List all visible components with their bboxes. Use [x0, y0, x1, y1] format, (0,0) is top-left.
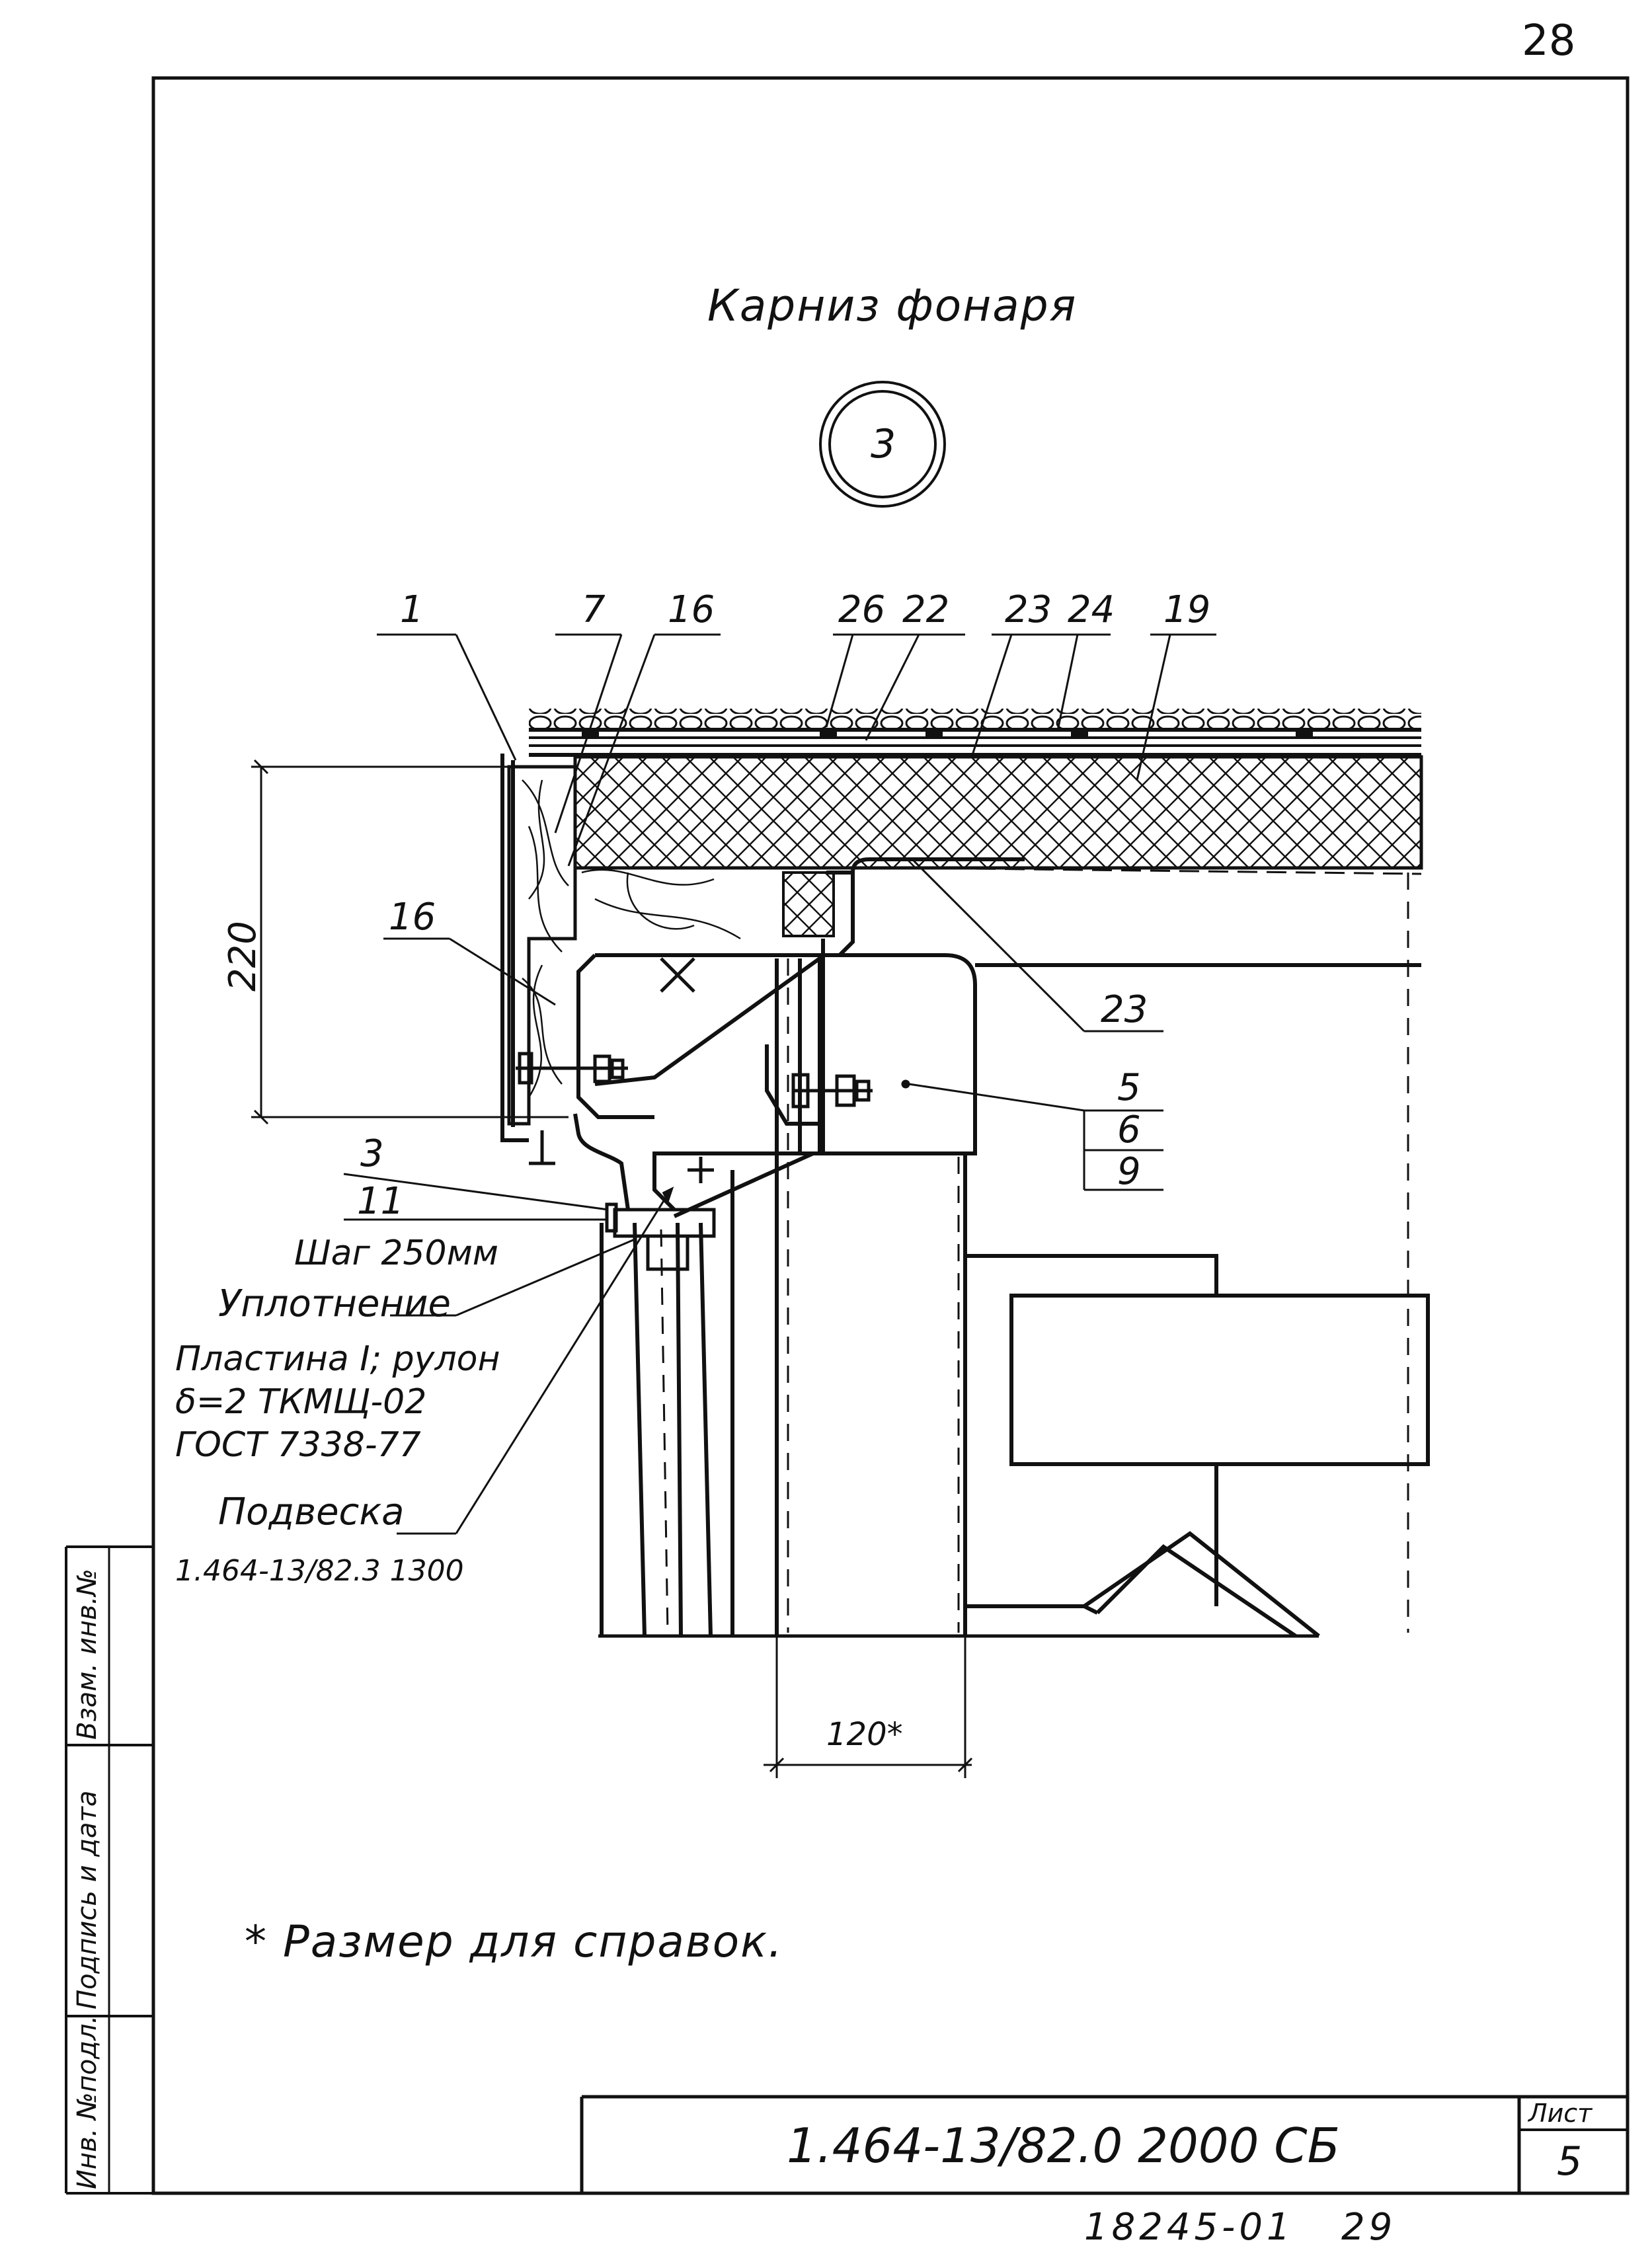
stamp-podpis: Подпись и дата: [72, 1790, 102, 2009]
callout-23-right: 23: [1101, 988, 1148, 1031]
callout-23-top: 23: [1005, 588, 1052, 631]
document-code: 1.464-13/82.0 2000 СБ: [787, 2118, 1340, 2173]
callout-6: 6: [1117, 1109, 1141, 1151]
callout-11: 11: [357, 1180, 405, 1223]
dimension-120: 120*: [826, 1716, 903, 1753]
truss-members: [965, 963, 1430, 1638]
hanger-title: Подвеска: [218, 1491, 405, 1534]
bolts: [516, 1052, 873, 1271]
seal-line-1: Пластина I; рулон: [175, 1339, 500, 1379]
pitch-note: Шаг 250мм: [294, 1233, 499, 1273]
callout-22: 22: [902, 588, 950, 631]
seal-title: Уплотнение: [218, 1282, 451, 1325]
dimension-220: 220: [221, 921, 264, 992]
callout-24: 24: [1068, 588, 1115, 631]
seal-line-3: ГОСТ 7338-77: [175, 1425, 421, 1465]
callout-1: 1: [400, 588, 424, 631]
callout-9: 9: [1117, 1150, 1141, 1193]
callout-19: 19: [1163, 588, 1211, 631]
roof-layers: [507, 709, 1423, 1126]
hanger-code: 1.464-13/82.3 1300: [175, 1554, 464, 1588]
drawing-title: Карниз фонаря: [707, 280, 1078, 331]
steel-profiles: [500, 754, 1025, 1637]
bottom-code: 18245-01 29: [1084, 2206, 1397, 2249]
marks: [660, 957, 910, 1204]
sheet-frame: [65, 76, 1630, 2195]
stamp-vzam: Взам. инв.№: [72, 1569, 102, 1740]
hidden-lines: [660, 873, 1409, 1633]
callout-16-top: 16: [668, 588, 715, 631]
dimension-lines: [251, 759, 973, 1778]
sheet-number: 5: [1557, 2138, 1583, 2185]
detail-marker-circle: [819, 381, 946, 508]
stamp-inv-podl: Инв. №подл.: [72, 2015, 102, 2189]
detail-marker-number: 3: [871, 421, 896, 467]
callout-7: 7: [582, 588, 606, 631]
footnote: * Размер для справок.: [245, 1916, 783, 1967]
page-number: 28: [1522, 17, 1576, 65]
callout-16-left: 16: [389, 896, 436, 939]
seal-line-2: δ=2 ТКМЩ-02: [175, 1382, 427, 1422]
leader-lines: [343, 633, 1216, 1535]
callout-5: 5: [1117, 1066, 1141, 1109]
sheet-label: Лист: [1528, 2099, 1593, 2128]
callout-26: 26: [838, 588, 886, 631]
callout-3: 3: [360, 1132, 384, 1175]
